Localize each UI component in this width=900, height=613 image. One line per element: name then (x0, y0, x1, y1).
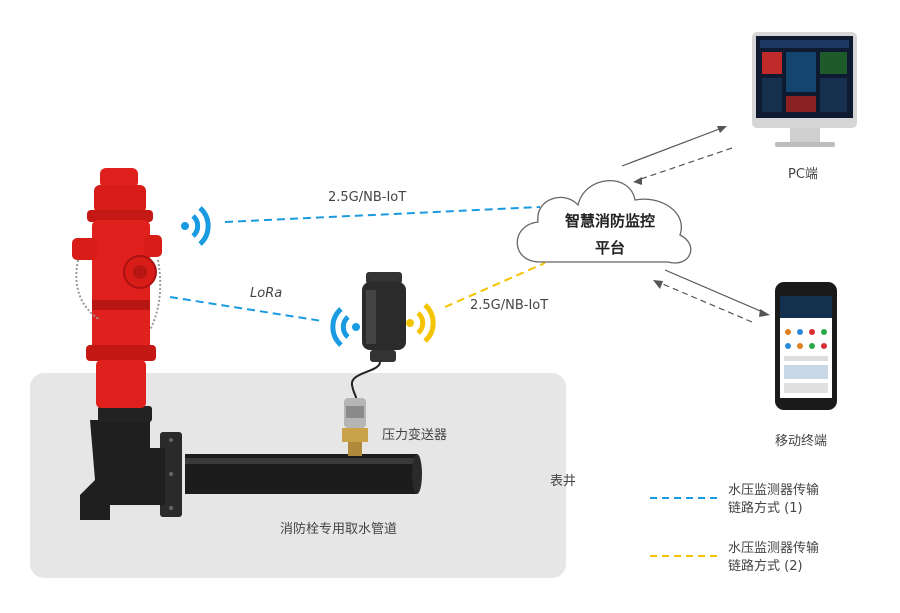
cloud-title: 智慧消防监控 平台 (540, 210, 680, 258)
pressure-monitor-device (351, 272, 406, 399)
well-label: 表井 (550, 474, 577, 489)
arrow-from-pc-head (633, 177, 642, 185)
pressure-transmitter (342, 398, 368, 456)
arrow-from-pc (637, 147, 733, 181)
mobile-label: 移动终端 (775, 434, 828, 449)
arrow-to-mobile (664, 269, 766, 314)
legend-item-1-line1: 水压监测器传输 (728, 483, 820, 498)
legend-item-2-line1: 水压监测器传输 (728, 541, 820, 556)
link-label-lora: LoRa (250, 286, 283, 301)
legend-item-2-line2: 链路方式 (2) (728, 559, 803, 574)
pc-monitor (752, 32, 857, 147)
arrow-from-mobile-head (653, 280, 663, 289)
pc-label: PC端 (788, 167, 818, 182)
link-label-right: 2.5G/NB-IoT (470, 298, 549, 313)
link-label-top: 2.5G/NB-IoT (328, 190, 407, 205)
arrow-from-mobile (657, 281, 753, 323)
pipe-label: 消防栓专用取水管道 (280, 522, 398, 537)
fire-hydrant (72, 168, 162, 408)
transmitter-label: 压力变送器 (382, 428, 448, 443)
water-pipe (160, 432, 422, 517)
cloud-title-line1: 智慧消防监控 (564, 212, 655, 230)
hydrant-base (80, 406, 165, 520)
smartphone (775, 282, 837, 410)
legend-item-2: 水压监测器传输 链路方式 (2) (728, 540, 819, 576)
wifi-signal-icon (181, 206, 211, 246)
arrow-to-mobile-head (759, 309, 770, 317)
arrow-to-pc-head (717, 126, 727, 133)
legend-item-1-line2: 链路方式 (1) (728, 501, 803, 516)
wifi-signal-icon (406, 303, 436, 343)
cloud-icon (516, 180, 692, 264)
legend-item-1: 水压监测器传输 链路方式 (1) (728, 482, 819, 518)
link-yellow (444, 262, 546, 308)
link-blue-lora (169, 296, 323, 322)
cloud-title-line2: 平台 (594, 239, 625, 257)
arrow-to-pc (621, 127, 723, 167)
link-blue-top (224, 206, 541, 223)
wifi-signal-icon (330, 307, 360, 347)
